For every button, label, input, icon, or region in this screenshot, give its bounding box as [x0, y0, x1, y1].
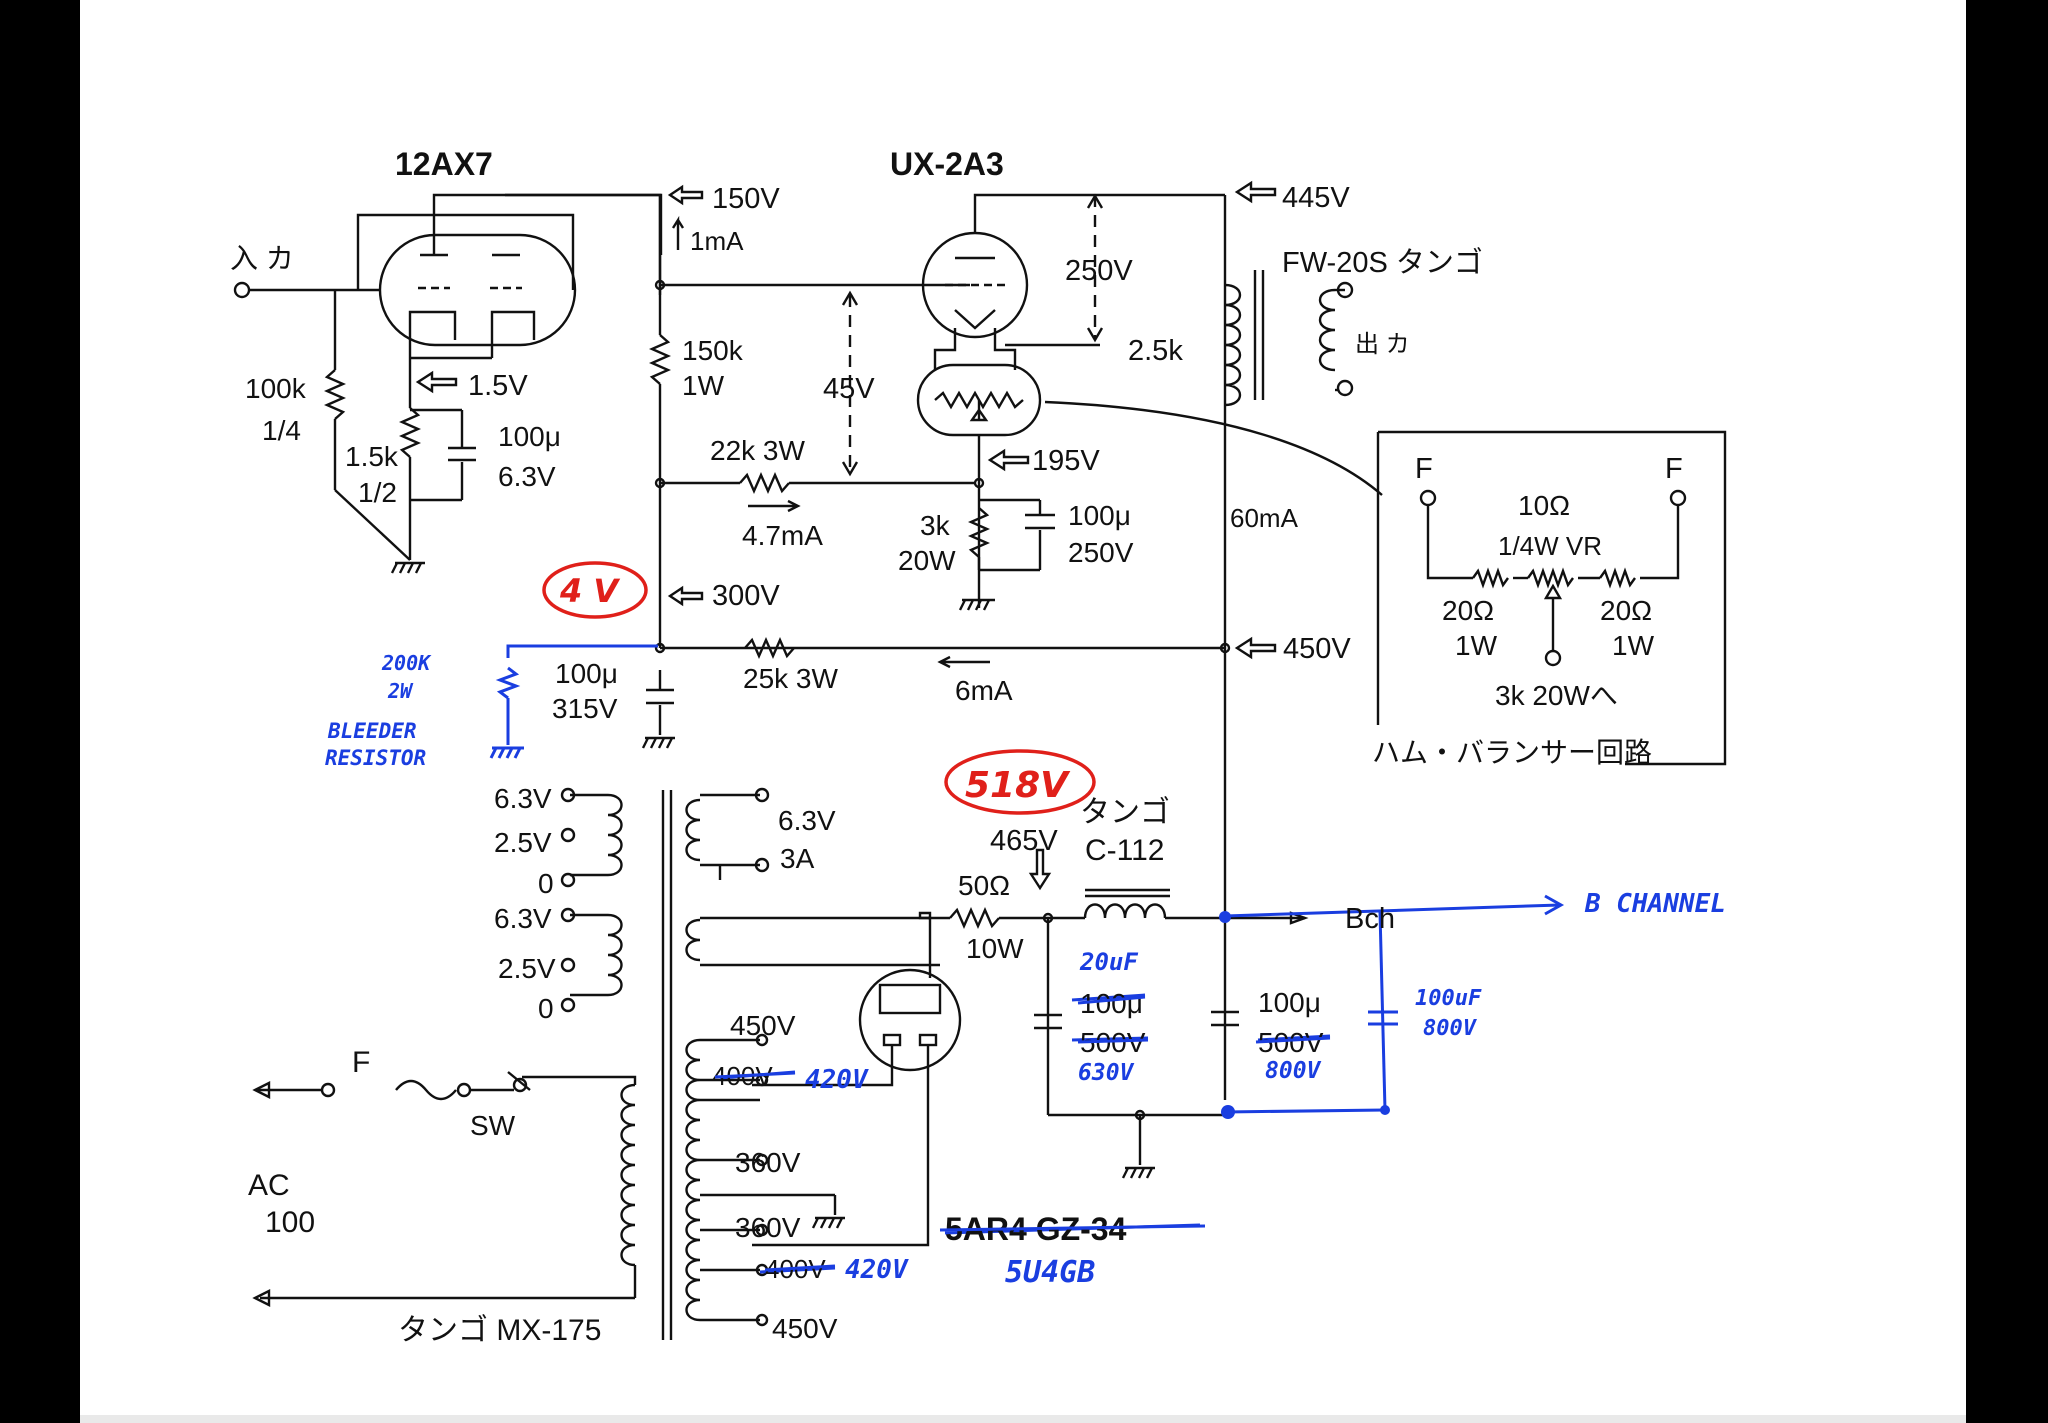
hv-tap-450v-bottom: 450V — [772, 1313, 838, 1344]
r1-5k-label: 1.5k — [345, 441, 399, 472]
cap-right-value: 100μ — [1258, 987, 1321, 1018]
rectifier-new-label: 5U4GB — [1005, 1255, 1095, 1290]
r3k-label: 3k — [920, 510, 951, 541]
voltage-250v: 250V — [1065, 255, 1133, 287]
voltage-300v: 300V — [712, 580, 780, 612]
output-label: 出 カ — [1355, 331, 1410, 358]
hv-tap-360v-a: 360V — [735, 1147, 801, 1178]
hum-balancer-f-left: F — [1415, 453, 1433, 485]
tap-left-1: 6.3V — [494, 783, 552, 814]
tap-420v-bottom: 420V — [845, 1255, 909, 1285]
r50-watt: 10W — [966, 933, 1024, 964]
current-1ma: 1mA — [690, 226, 744, 256]
switch-label: SW — [470, 1110, 516, 1141]
voltage-150v: 150V — [712, 183, 780, 215]
cap-left-new-value: 20uF — [1079, 948, 1138, 976]
tap-left-4: 6.3V — [494, 903, 552, 934]
r3k-watt: 20W — [898, 545, 956, 576]
tap-left-6: 0 — [538, 993, 554, 1024]
bch-cap-volt: 800V — [1423, 1016, 1478, 1041]
power-transformer-label: タンゴ MX-175 — [398, 1314, 601, 1347]
ac-voltage-label: 100 — [265, 1206, 315, 1239]
bch-cap-value: 100uF — [1415, 986, 1482, 1011]
red-annotation-marks — [542, 561, 1096, 815]
tap-left-3: 0 — [538, 868, 554, 899]
tap-left-5: 2.5V — [498, 953, 556, 984]
voltage-1-5v: 1.5V — [468, 370, 528, 402]
c100u-b-label: 100μ — [1068, 500, 1131, 531]
hum-balancer-r-right: 20Ω — [1600, 595, 1652, 626]
current-6ma: 6mA — [955, 675, 1013, 706]
tap-right-6-3v: 6.3V — [778, 805, 836, 836]
hum-balancer-r-left: 20Ω — [1442, 595, 1494, 626]
voltage-450v: 450V — [1283, 633, 1351, 665]
c100u-a-volt: 6.3V — [498, 461, 556, 492]
r22k-label: 22k 3W — [710, 435, 805, 466]
cap-right-new-volt: 800V — [1265, 1058, 1322, 1084]
tap-strikes — [714, 1071, 836, 1272]
c100u-a-label: 100μ — [498, 421, 561, 452]
current-4-7ma: 4.7mA — [742, 520, 823, 551]
bleeder-value: 200K — [381, 651, 432, 675]
hv-tap-450v-top: 450V — [730, 1010, 796, 1041]
voltage-445v: 445V — [1282, 182, 1350, 214]
tap-420v-top: 420V — [805, 1065, 869, 1095]
r1-5k-watt: 1/2 — [358, 477, 397, 508]
input-label: 入 カ — [230, 243, 294, 274]
bottom-strip — [80, 1415, 1966, 1423]
r25k-label: 25k 3W — [743, 663, 838, 694]
hum-balancer-title: ハム・バランサー回路 — [1372, 737, 1652, 768]
bch-printed-label: Bch — [1345, 903, 1395, 935]
bleeder-watt: 2W — [387, 679, 414, 703]
r50-label: 50Ω — [958, 870, 1010, 901]
c100u-b-volt: 250V — [1068, 537, 1134, 568]
bleeder-label: BLEEDER — [327, 719, 417, 743]
choke-brand: タンゴ — [1080, 796, 1170, 829]
resistor-label: RESISTOR — [325, 746, 426, 770]
schematic-sheet — [80, 0, 1966, 1423]
fuse-label: F — [352, 1046, 370, 1079]
strike-throughs — [939, 995, 1331, 1232]
voltage-195v: 195V — [1032, 445, 1100, 477]
impedance-2-5k: 2.5k — [1128, 335, 1183, 367]
voltage-45v: 45V — [823, 373, 875, 405]
r150k-watt: 1W — [682, 370, 725, 401]
tap-left-2: 2.5V — [494, 827, 552, 858]
r100k-watt: 1/4 — [262, 415, 301, 446]
choke-model: C-112 — [1085, 834, 1164, 867]
c100u-c-label: 100μ — [555, 658, 618, 689]
hum-balancer-vr: 10Ω — [1518, 490, 1570, 521]
cap-left-new-volt: 630V — [1078, 1060, 1135, 1086]
ac-label: AC — [248, 1169, 290, 1202]
output-transformer-label: FW-20S タンゴ — [1282, 246, 1483, 279]
tube-label-output: UX-2A3 — [890, 146, 1004, 182]
handwritten-annotations: 4 V 518V 200K 2W BLEEDER RESISTOR B CHAN… — [325, 572, 1726, 1290]
c100u-c-volt: 315V — [552, 693, 618, 724]
printed-labels: 12AX7 UX-2A3 入 カ 150V 1mA 445V 250V FW-2… — [230, 146, 1683, 1347]
current-60ma: 60mA — [1230, 503, 1299, 533]
circled-518v: 518V — [965, 765, 1071, 806]
cap-left-orig-value: 100μ — [1080, 988, 1143, 1019]
r150k-label: 150k — [682, 335, 744, 366]
hum-balancer-to: 3k 20Wへ — [1495, 680, 1618, 711]
tube-label-preamp: 12AX7 — [395, 146, 493, 182]
b-channel-label: B CHANNEL — [1584, 889, 1726, 919]
r100k-label: 100k — [245, 373, 307, 404]
printed-wiring — [233, 180, 1727, 1340]
hum-balancer-f-right: F — [1665, 453, 1683, 485]
hv-tap-360v-b: 360V — [735, 1212, 801, 1243]
hum-balancer-r-right-watt: 1W — [1612, 630, 1655, 661]
hum-balancer-vr-rating: 1/4W VR — [1498, 531, 1602, 561]
voltage-465v: 465V — [990, 825, 1058, 857]
circled-4v: 4 V — [559, 572, 620, 610]
hum-balancer-r-left-watt: 1W — [1455, 630, 1498, 661]
tap-right-3a: 3A — [780, 843, 815, 874]
